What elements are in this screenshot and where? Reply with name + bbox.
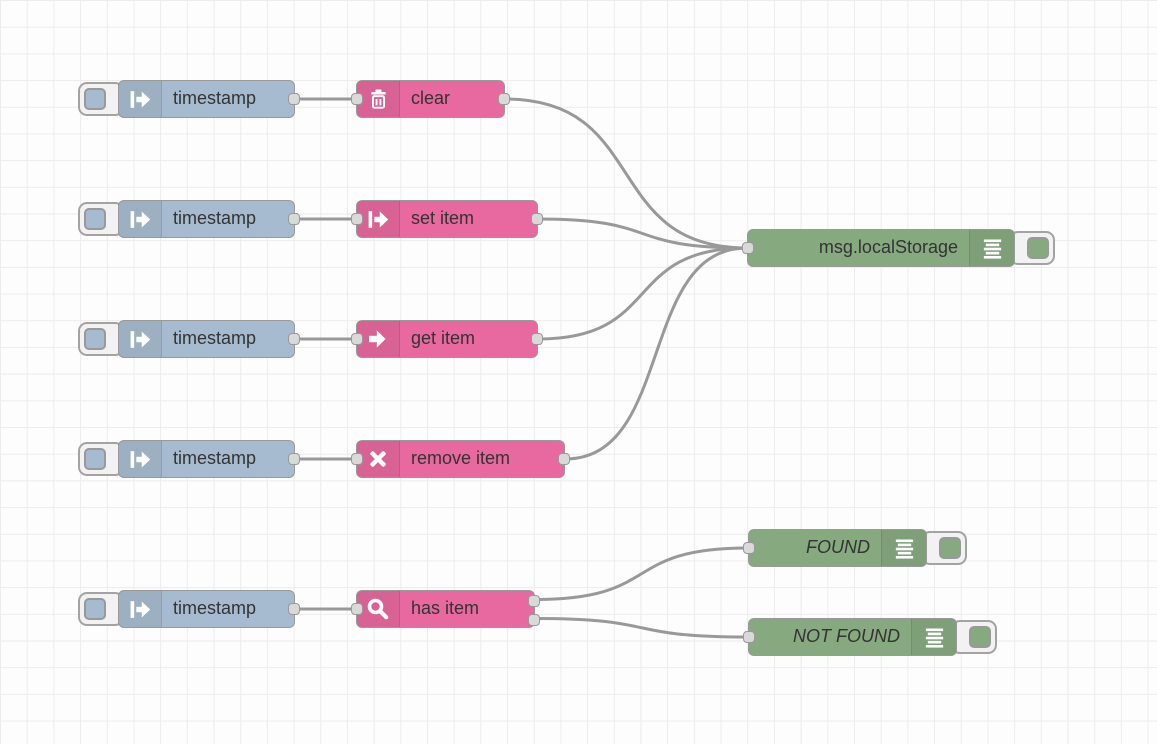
output-port-0[interactable]	[288, 603, 300, 615]
wire-remove-item-to-local-storage-debug[interactable]	[563, 246, 749, 461]
output-port-0[interactable]	[531, 333, 543, 345]
node-inject-5[interactable]: timestamp	[118, 590, 300, 628]
node-label: set item	[411, 208, 475, 228]
node-label: timestamp	[173, 598, 257, 618]
node-inject-1[interactable]: timestamp	[118, 80, 300, 118]
node-inject-2[interactable]: timestamp	[118, 200, 300, 238]
arrow-right-icon	[357, 321, 400, 357]
input-port[interactable]	[743, 542, 755, 554]
node-label: msg.localStorage	[818, 237, 958, 257]
node-label: FOUND	[806, 537, 870, 557]
node-label: timestamp	[173, 88, 257, 108]
arrow-in-icon	[357, 201, 400, 237]
node-get-item[interactable]: get item	[351, 320, 543, 358]
node-remove-item[interactable]: remove item	[351, 440, 570, 478]
inject-button-inner[interactable]	[84, 88, 106, 110]
input-port[interactable]	[351, 453, 363, 465]
input-port[interactable]	[742, 242, 754, 254]
node-label: remove item	[411, 448, 511, 468]
input-port[interactable]	[351, 213, 363, 225]
node-label: clear	[411, 88, 451, 108]
node-inject-3[interactable]: timestamp	[118, 320, 300, 358]
node-not-found-debug[interactable]: NOT FOUND	[743, 618, 957, 656]
output-port-0[interactable]	[498, 93, 510, 105]
debug-list-icon	[911, 619, 956, 655]
input-port[interactable]	[351, 333, 363, 345]
node-has-item[interactable]: has item	[351, 590, 540, 628]
inject-button-inner[interactable]	[84, 448, 106, 470]
inject-arrow-icon	[119, 201, 162, 237]
node-clear[interactable]: clear	[351, 80, 510, 118]
node-set-item[interactable]: set item	[351, 200, 543, 238]
inject-arrow-icon	[119, 591, 162, 627]
node-label: get item	[411, 328, 476, 348]
output-port-0[interactable]	[288, 333, 300, 345]
inject-arrow-icon	[119, 321, 162, 357]
node-found-debug[interactable]: FOUND	[743, 529, 927, 567]
input-port[interactable]	[351, 603, 363, 615]
wire-has-item-to-found-debug[interactable]	[533, 546, 750, 601]
inject-button-inner[interactable]	[84, 598, 106, 620]
inject-button-inner[interactable]	[84, 208, 106, 230]
input-port[interactable]	[351, 93, 363, 105]
output-port-0[interactable]	[288, 93, 300, 105]
debug-toggle-button-inner[interactable]	[939, 537, 961, 559]
node-label: timestamp	[173, 448, 257, 468]
output-port-0[interactable]	[558, 453, 570, 465]
inject-arrow-icon	[119, 441, 162, 477]
debug-list-icon	[969, 230, 1014, 266]
output-port-0[interactable]	[531, 213, 543, 225]
wire-set-item-to-local-storage-debug[interactable]	[536, 217, 749, 250]
output-port-1[interactable]	[528, 613, 540, 626]
search-icon	[357, 591, 400, 627]
node-label: timestamp	[173, 328, 257, 348]
wire-get-item-to-local-storage-debug[interactable]	[536, 246, 749, 341]
node-local-storage-debug[interactable]: msg.localStorage	[742, 229, 1015, 267]
node-label: timestamp	[173, 208, 257, 228]
debug-toggle-button-inner[interactable]	[969, 626, 991, 648]
node-inject-4[interactable]: timestamp	[118, 440, 300, 478]
output-port-0[interactable]	[288, 213, 300, 225]
cross-icon	[357, 441, 400, 477]
node-label: NOT FOUND	[793, 626, 900, 646]
input-port[interactable]	[743, 631, 755, 643]
output-port-0[interactable]	[288, 453, 300, 465]
output-port-0[interactable]	[528, 594, 540, 607]
debug-toggle-button-inner[interactable]	[1027, 237, 1049, 259]
wire-clear-to-local-storage-debug[interactable]	[503, 97, 749, 250]
node-label: has item	[411, 598, 480, 618]
inject-button-inner[interactable]	[84, 328, 106, 350]
trash-icon	[357, 81, 400, 117]
debug-toggle-button[interactable]	[1009, 231, 1055, 265]
inject-arrow-icon	[119, 81, 162, 117]
wire-has-item-to-not-found-debug[interactable]	[533, 617, 750, 639]
debug-list-icon	[881, 530, 926, 566]
